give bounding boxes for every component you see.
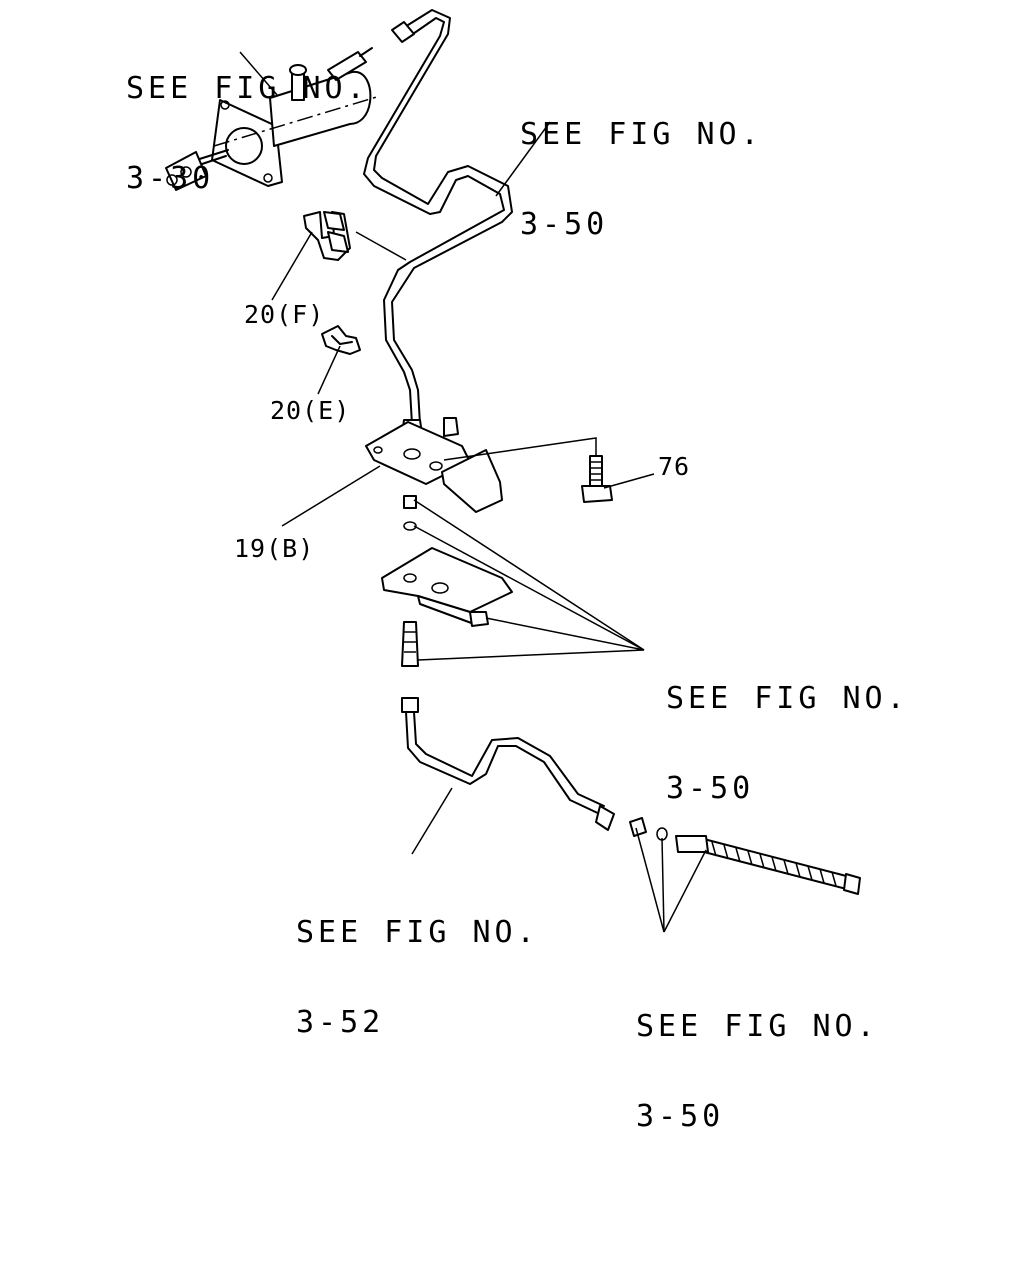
ref-label-fig-3-52: SEE FIG NO. 3-52 [296, 858, 539, 1068]
callout-19B: 19(B) [234, 534, 315, 563]
ref-label-fig-3-30: SEE FIG NO. 3-30 [126, 14, 369, 224]
ref-label-line: SEE FIG NO. [296, 915, 539, 950]
clip-20E [321, 325, 361, 355]
lower-pipe [405, 711, 615, 831]
callout-20E: 20(E) [270, 396, 351, 425]
callout-76: 76 [658, 452, 691, 481]
ref-label-line: 3-50 [636, 1099, 725, 1134]
bolt-76 [581, 455, 613, 503]
ref-label-line: 3-30 [126, 161, 215, 196]
ref-label-fig-3-50-mid: SEE FIG NO. 3-50 [666, 624, 909, 834]
ref-label-line: SEE FIG NO. [636, 1009, 879, 1044]
master-cylinder [165, 47, 381, 191]
hose-assembly [629, 817, 861, 895]
ref-label-line: SEE FIG NO. [520, 117, 763, 152]
ref-label-fig-3-50-bottom: SEE FIG NO. 3-50 [636, 952, 879, 1162]
ref-label-fig-3-50-top: SEE FIG NO. 3-50 [520, 60, 763, 270]
upper-pipe [363, 9, 513, 435]
bracket-19B [365, 417, 503, 513]
ref-label-line: 3-52 [296, 1005, 385, 1040]
callout-20F: 20(F) [244, 300, 325, 329]
junction-stack [381, 495, 513, 713]
ref-label-line: 3-50 [520, 207, 609, 242]
ref-label-line: SEE FIG NO. [666, 681, 909, 716]
clip-20F [303, 211, 351, 261]
ref-label-line: SEE FIG NO. [126, 71, 369, 106]
ref-label-line: 3-50 [666, 771, 755, 806]
leader-lines [239, 51, 707, 933]
